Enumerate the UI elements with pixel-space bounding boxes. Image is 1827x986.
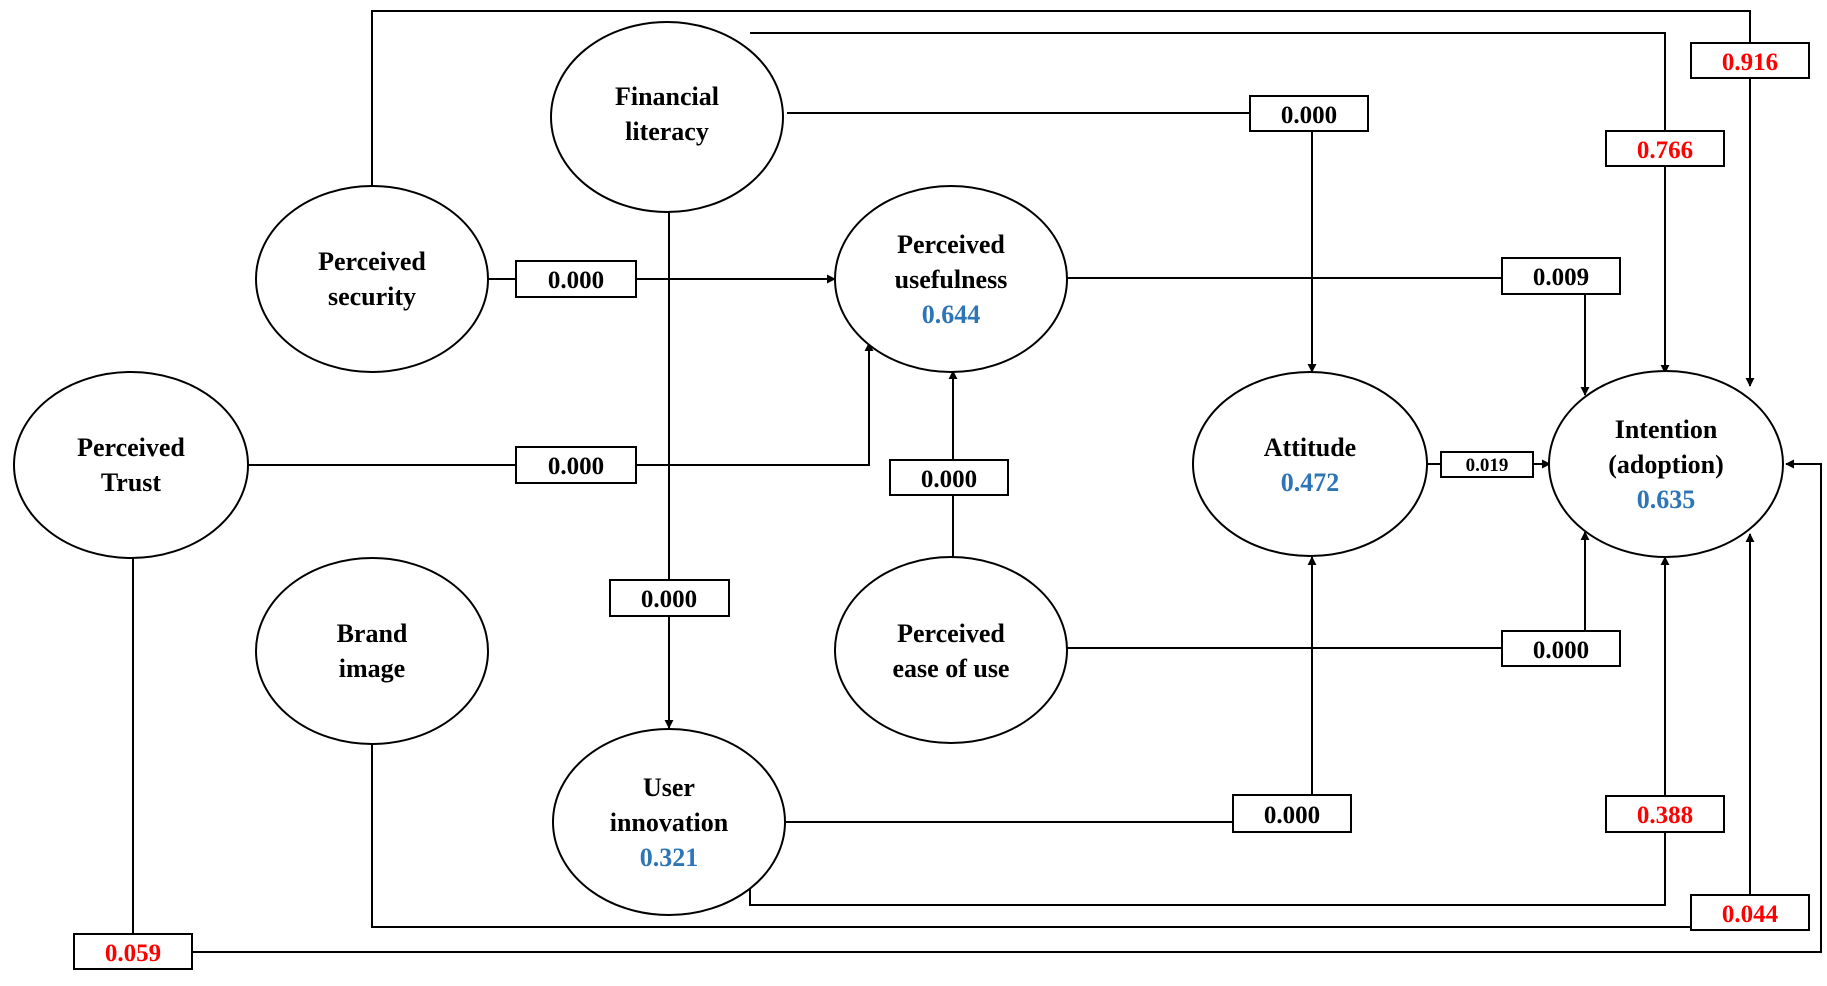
- path-label-usefulness-to-intention: 0.009: [1501, 257, 1621, 295]
- path-label-financial-literacy-to-intention: 0.766: [1605, 130, 1725, 167]
- p-value: 0.916: [1722, 49, 1778, 76]
- node-label-line: security: [328, 282, 416, 311]
- node-label-line: Perceived: [318, 247, 426, 276]
- edge-financial-literacy-to-intention: [750, 32, 1670, 374]
- path-label-ease-of-use-to-usefulness: 0.000: [889, 459, 1009, 496]
- r-squared-value: 0.635: [1637, 485, 1696, 514]
- r-squared-value: 0.472: [1281, 468, 1340, 497]
- node-label-line: image: [339, 654, 405, 683]
- edge-security-to-intention: [371, 10, 1755, 387]
- path-label-trust-to-usefulness: 0.000: [515, 446, 637, 484]
- p-value: 0.000: [1281, 102, 1337, 129]
- path-label-innovation-to-attitude: 0.000: [1232, 794, 1352, 833]
- node-label-line: (adoption): [1608, 450, 1724, 479]
- construct-node-brand-image: Brand image: [255, 557, 489, 745]
- node-label-line: Perceived: [77, 433, 185, 462]
- construct-node-intention-adoption: Intention (adoption) 0.635: [1548, 370, 1784, 558]
- path-label-trust-to-intention: 0.059: [73, 933, 193, 970]
- node-label-line: Attitude: [1264, 433, 1356, 462]
- r-squared-value: 0.321: [640, 843, 699, 872]
- path-label-ease-of-use-to-intention: 0.000: [1501, 630, 1621, 667]
- construct-node-perceived-trust: Perceived Trust: [13, 371, 249, 559]
- node-label-line: Brand: [337, 619, 408, 648]
- node-label-line: Intention: [1615, 415, 1718, 444]
- edge-brand-image-to-intention: [371, 533, 1755, 928]
- p-value: 0.766: [1637, 137, 1693, 164]
- p-value: 0.000: [641, 586, 697, 613]
- construct-node-perceived-ease-of-use: Perceived ease of use: [834, 556, 1068, 744]
- p-value: 0.388: [1637, 802, 1693, 829]
- p-value: 0.000: [1264, 802, 1320, 829]
- p-value: 0.000: [921, 466, 977, 493]
- edge-trust-to-usefulness: [248, 342, 874, 466]
- node-label-line: Perceived: [897, 230, 1005, 259]
- construct-node-user-innovation: User innovation 0.321: [552, 728, 786, 916]
- node-label-line: innovation: [610, 808, 729, 837]
- construct-node-attitude: Attitude 0.472: [1192, 371, 1428, 557]
- path-label-attitude-to-intention: 0.019: [1440, 451, 1534, 478]
- construct-node-perceived-security: Perceived security: [255, 185, 489, 373]
- path-label-innovation-to-intention: 0.388: [1605, 795, 1725, 833]
- p-value: 0.044: [1722, 901, 1779, 928]
- p-value: 0.000: [548, 453, 604, 480]
- node-label-line: usefulness: [895, 265, 1008, 294]
- edge-trust-to-intention: [132, 459, 1822, 953]
- p-value: 0.000: [548, 267, 604, 294]
- path-label-security-to-intention: 0.916: [1690, 42, 1810, 79]
- p-value: 0.019: [1466, 455, 1509, 476]
- r-squared-value: 0.644: [922, 300, 981, 329]
- p-value: 0.000: [1533, 637, 1589, 664]
- node-label-line: Financial: [615, 82, 719, 111]
- construct-node-perceived-usefulness: Perceived usefulness 0.644: [834, 185, 1068, 373]
- node-label-line: User: [643, 773, 695, 802]
- path-label-financial-literacy-to-attitude: 0.000: [1249, 95, 1369, 132]
- path-label-brand-image-to-intention: 0.044: [1690, 894, 1810, 931]
- node-label-line: ease of use: [893, 654, 1010, 683]
- node-label-line: literacy: [625, 117, 709, 146]
- path-label-financial-literacy-to-innovation: 0.000: [609, 579, 730, 617]
- p-value: 0.009: [1533, 264, 1589, 291]
- path-label-security-to-usefulness: 0.000: [515, 260, 637, 298]
- construct-node-financial-literacy: Financial literacy: [550, 21, 784, 213]
- node-label-line: Trust: [101, 468, 162, 497]
- node-label-line: Perceived: [897, 619, 1005, 648]
- p-value: 0.059: [105, 940, 161, 967]
